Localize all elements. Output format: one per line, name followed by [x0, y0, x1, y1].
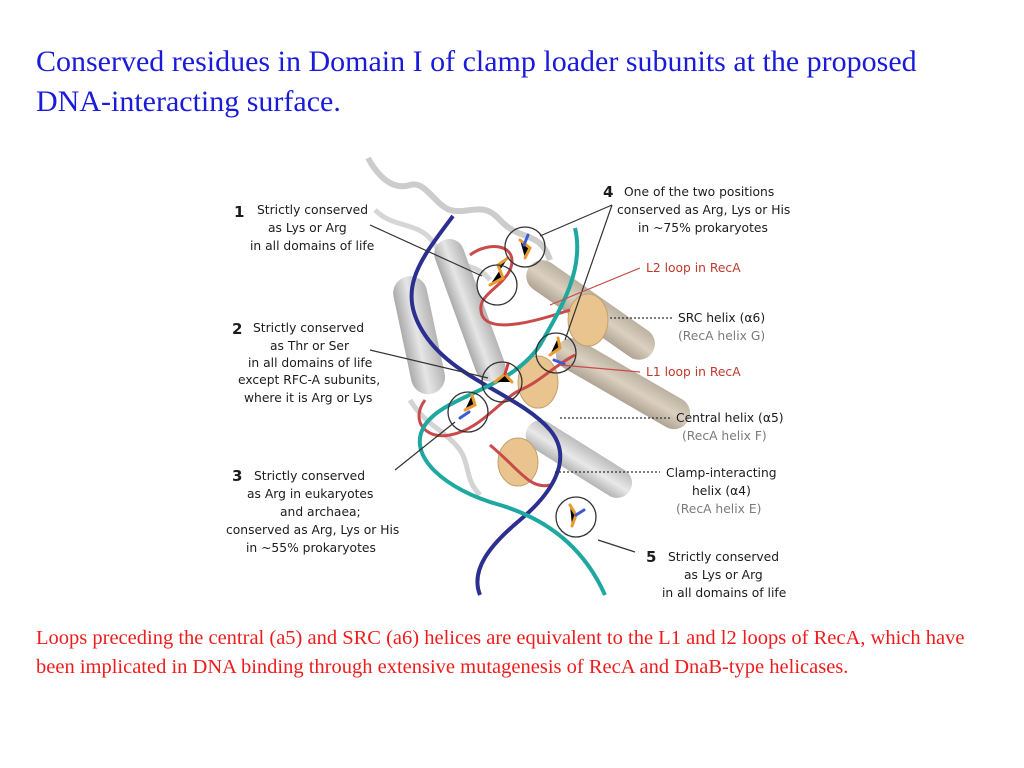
annotation-5-line-2: as Lys or Arg	[684, 568, 763, 582]
annotation-4-line-2: conserved as Arg, Lys or His	[617, 203, 790, 217]
loop-leader-lines	[549, 267, 641, 373]
annotation-3-line-2: as Arg in eukaryotes	[247, 487, 373, 501]
helix-caps	[497, 293, 609, 487]
annotation-4-line-3: in ~75% prokaryotes	[638, 221, 768, 235]
dna-strand-teal	[417, 227, 607, 596]
slide-title: Conserved residues in Domain I of clamp …	[36, 45, 917, 118]
residue-circles	[447, 226, 597, 538]
annotation-1: 1 Strictly conserved as Lys or Arg in al…	[234, 203, 374, 253]
l2-loop-label: L2 loop in RecA	[646, 261, 741, 275]
annotation-1-line-2: as Lys or Arg	[268, 221, 347, 235]
central-helix-label: Central helix (α5) (RecA helix F)	[676, 411, 784, 443]
src-helix-reca: (RecA helix G)	[678, 329, 765, 343]
annotation-5-line-3: in all domains of life	[662, 586, 786, 600]
annotation-3-number: 3	[232, 467, 242, 485]
annotation-4-number: 4	[603, 183, 613, 201]
annotation-3-line-1: Strictly conserved	[254, 469, 365, 483]
clamp-helix-name-2: helix (α4)	[692, 484, 751, 498]
annotation-4: 4 One of the two positions conserved as …	[603, 183, 790, 235]
leader-lines	[369, 204, 636, 553]
annotation-3-line-4: conserved as Arg, Lys or His	[226, 523, 399, 537]
central-helix-name: Central helix (α5)	[676, 411, 784, 425]
annotation-1-line-1: Strictly conserved	[257, 203, 368, 217]
annotation-1-number: 1	[234, 203, 244, 221]
annotation-2-line-1: Strictly conserved	[253, 321, 364, 335]
annotation-4-line-1: One of the two positions	[624, 185, 774, 199]
helix-dotted-lines	[555, 317, 672, 473]
annotation-5-number: 5	[646, 548, 656, 566]
annotation-3-line-5: in ~55% prokaryotes	[246, 541, 376, 555]
src-helix-name: SRC helix (α6)	[678, 311, 765, 325]
src-helix-label: SRC helix (α6) (RecA helix G)	[678, 311, 765, 343]
annotation-2: 2 Strictly conserved as Thr or Ser in al…	[232, 320, 380, 405]
annotation-2-number: 2	[232, 320, 242, 338]
annotation-5-line-1: Strictly conserved	[668, 550, 779, 564]
structure-diagram: 1 Strictly conserved as Lys or Arg in al…	[226, 156, 790, 600]
annotation-2-line-5: where it is Arg or Lys	[244, 391, 372, 405]
annotation-2-line-2: as Thr or Ser	[270, 339, 350, 353]
slide-caption: Loops preceding the central (a5) and SRC…	[36, 627, 965, 678]
annotation-3-line-3: and archaea;	[280, 505, 361, 519]
structure-figure: 1 Strictly conserved as Lys or Arg in al…	[220, 150, 820, 605]
clamp-helix-reca: (RecA helix E)	[676, 502, 761, 516]
clamp-helix-name-1: Clamp-interacting	[666, 466, 777, 480]
annotation-2-line-4: except RFC-A subunits,	[238, 373, 380, 387]
annotation-5: 5 Strictly conserved as Lys or Arg in al…	[646, 548, 786, 600]
annotation-1-line-3: in all domains of life	[250, 239, 374, 253]
clamp-helix-label: Clamp-interacting helix (α4) (RecA helix…	[666, 466, 777, 516]
annotation-3: 3 Strictly conserved as Arg in eukaryote…	[226, 467, 399, 555]
residue-sticks	[458, 233, 586, 528]
dna-strand-dark	[409, 214, 563, 596]
central-helix-reca: (RecA helix F)	[682, 429, 767, 443]
annotation-2-line-3: in all domains of life	[248, 356, 372, 370]
l1-loop-label: L1 loop in RecA	[646, 365, 741, 379]
